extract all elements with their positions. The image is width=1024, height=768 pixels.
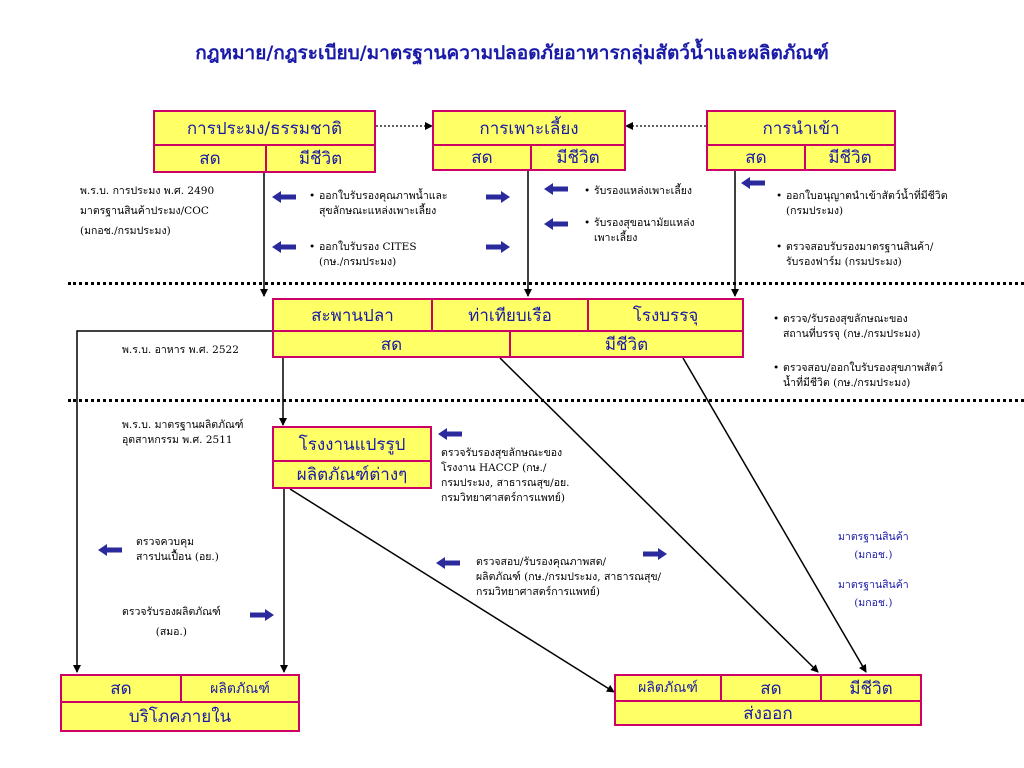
section-divider (68, 399, 1024, 402)
flow-landing-export-live (682, 357, 867, 673)
right-arrow-icon (486, 241, 510, 253)
section-divider (68, 282, 1024, 285)
box-landing: สะพานปลา ท่าเทียบเรือ โรงบรรจุ สด มีชีวิ… (272, 298, 744, 358)
left-arrow-icon (272, 241, 296, 253)
box-export-fresh: สด (720, 676, 820, 700)
flow-landing-export-fresh (499, 357, 819, 673)
box-fishing-fresh: สด (155, 144, 265, 171)
box-factory-processing: โรงงานแปรรูป (298, 434, 406, 455)
box-culture-header: การเพาะเลี้ยง (479, 118, 579, 139)
box-import-live: มีชีวิต (804, 144, 894, 169)
box-landing-pier: ท่าเทียบเรือ (431, 300, 587, 330)
box-import: การนำเข้า สด มีชีวิต (706, 110, 896, 171)
box-factory: โรงงานแปรรูป ผลิตภัณฑ์ต่างๆ (272, 426, 432, 489)
note-quality-cert: ตรวจสอบ/รับรองคุณภาพสด/ ผลิตภัณฑ์ (กษ./ก… (476, 556, 662, 598)
left-arrow-icon (544, 218, 568, 230)
box-factory-products: ผลิตภัณฑ์ต่างๆ (274, 460, 430, 487)
bullet-cites-cert: •ออกใบรับรอง CITES(กษ./กรมประมง) (309, 241, 417, 268)
diagram-title: กฎหมาย/กฎระเบียบ/มาตรฐานความปลอดภัยอาหาร… (195, 42, 829, 64)
box-fishing-header: การประมง/ธรรมชาติ (186, 118, 343, 139)
left-arrow-icon (741, 177, 765, 189)
box-import-fresh: สด (708, 144, 804, 169)
box-export-products: ผลิตภัณฑ์ (638, 680, 698, 696)
right-arrow-icon (486, 191, 510, 203)
flow-factory-export (289, 488, 615, 693)
right-arrow-icon (250, 609, 274, 621)
box-domestic-fresh: สด (110, 679, 132, 699)
box-fishing: การประมง/ธรรมชาติ สด มีชีวิต (153, 110, 376, 173)
left-arrow-icon (438, 428, 462, 440)
bullet-packing-hygiene: •ตรวจ/รับรองสุขลักษณะของสถานที่บรรจุ (กษ… (773, 313, 921, 340)
box-landing-fish-market: สะพานปลา (311, 305, 394, 326)
box-culture: การเพาะเลี้ยง สด มีชีวิต (432, 110, 626, 171)
box-export-label: ส่งออก (616, 700, 920, 724)
note-haccp: ตรวจรับรองสุขลักษณะของ โรงงาน HACCP (กษ.… (441, 447, 570, 504)
left-arrow-icon (544, 183, 568, 195)
note-product-standard-1: มาตรฐานสินค้า (มกอช.) (838, 531, 909, 561)
right-arrow-icon (643, 548, 667, 560)
box-landing-fresh: สด (274, 330, 509, 356)
bullet-farm-cert: •รับรองแหล่งเพาะเลี้ยง (584, 185, 692, 197)
box-culture-live: มีชีวิต (530, 144, 624, 169)
bullet-water-quality-cert: •ออกใบรับรองคุณภาพน้ำและสุขลักษณะแหล่งเพ… (309, 190, 448, 217)
box-domestic: สด ผลิตภัณฑ์ บริโภคภายใน (60, 674, 300, 732)
note-food-act: พ.ร.บ. อาหาร พ.ศ. 2522 (122, 344, 239, 356)
left-arrow-icon (436, 557, 460, 569)
box-export: ผลิตภัณฑ์ สด มีชีวิต ส่งออก (614, 674, 922, 726)
box-culture-fresh: สด (434, 144, 530, 169)
bullet-import-permit: •ออกใบอนุญาตนำเข้าสัตว์น้ำที่มีชีวิต(กรม… (776, 190, 948, 217)
box-domestic-products: ผลิตภัณฑ์ (180, 676, 298, 701)
flow-landing-domestic (73, 330, 272, 673)
bullet-live-animal-health: •ตรวจสอบ/ออกใบรับรองสุขภาพสัตว์น้ำที่มีช… (773, 362, 944, 389)
box-import-header: การนำเข้า (762, 118, 840, 139)
note-product-standard-2: มาตรฐานสินค้า (มกอช.) (838, 579, 909, 609)
note-fisheries-act: พ.ร.บ. การประมง พ.ศ. 2490 มาตรฐานสินค้าป… (80, 185, 215, 237)
left-arrow-icon (272, 191, 296, 203)
left-arrow-icon (98, 544, 122, 556)
bullet-farm-hygiene: •รับรองสุขอนามัยแหล่งเพาะเลี้ยง (584, 217, 695, 244)
note-industry-act: พ.ร.บ. มาตรฐานผลิตภัณฑ์ อุตสาหกรรม พ.ศ. … (122, 419, 244, 446)
box-export-live: มีชีวิต (820, 676, 920, 700)
box-landing-packing: โรงบรรจุ (587, 300, 742, 330)
box-landing-live: มีชีวิต (509, 330, 742, 356)
box-domestic-consumption: บริโภคภายใน (62, 701, 298, 730)
box-fishing-live: มีชีวิต (265, 144, 374, 171)
bullet-farm-standard: •ตรวจสอบรับรองมาตรฐานสินค้า/รับรองฟาร์ม … (776, 241, 934, 268)
note-tisi: ตรวจรับรองผลิตภัณฑ์ (สมอ.) (122, 606, 221, 638)
note-contaminant-control: ตรวจควบคุม สารปนเปื้อน (อย.) (136, 536, 219, 563)
